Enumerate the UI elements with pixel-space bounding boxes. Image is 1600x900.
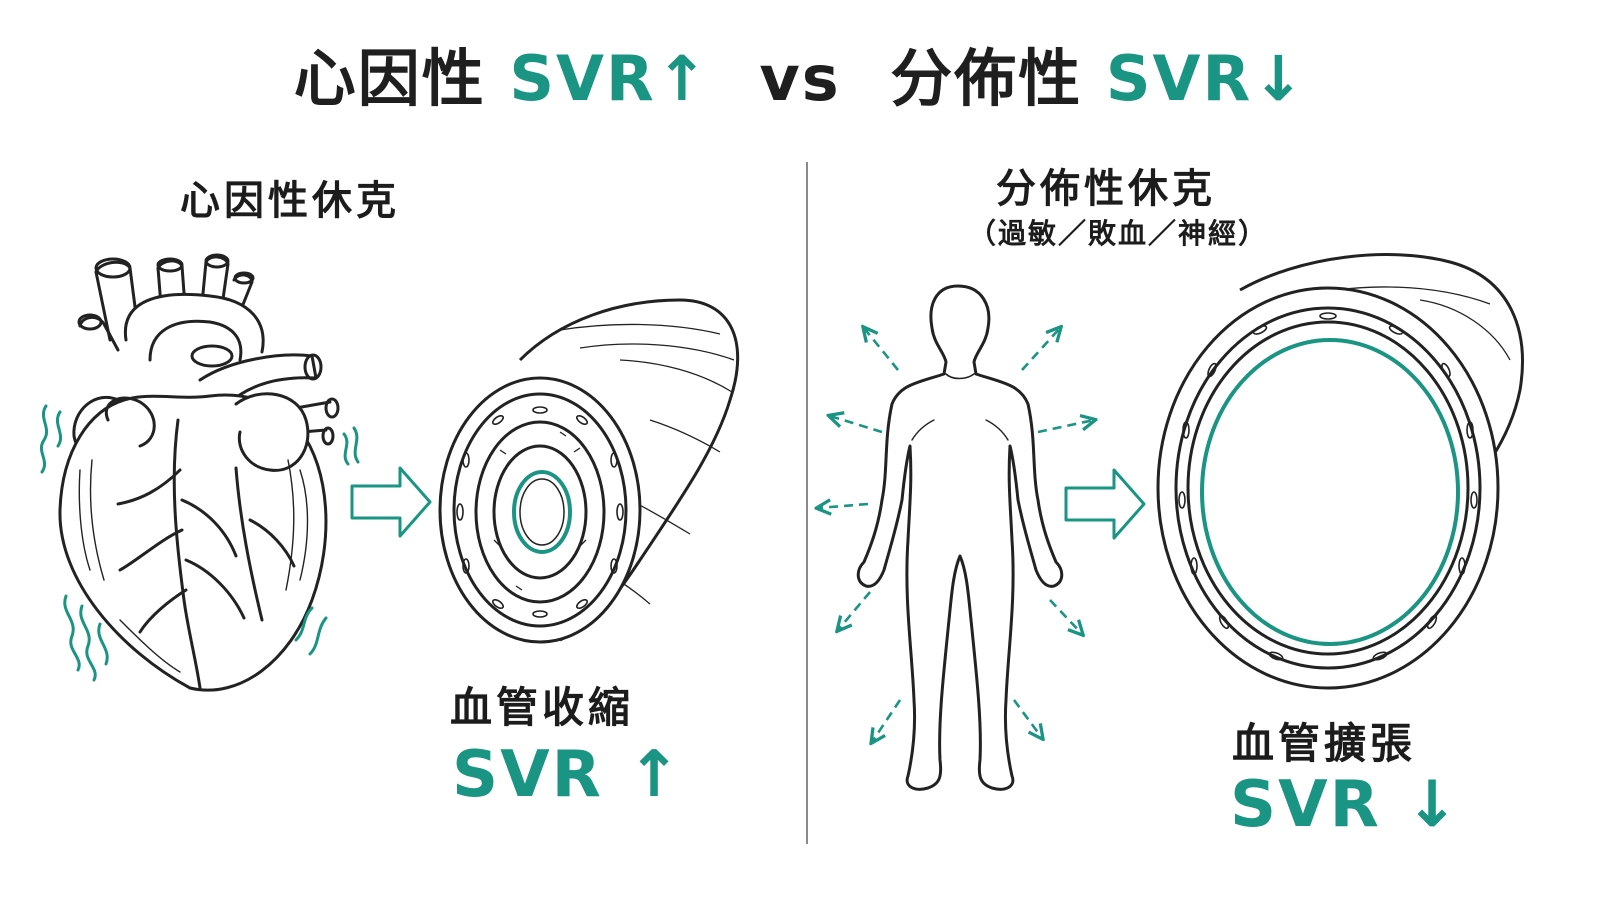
right-panel-heading: 分佈性休克 (996, 166, 1216, 212)
right-svr-label: SVR (1230, 768, 1381, 842)
arrow-up-icon: ↑ (627, 738, 683, 812)
right-arrow-icon (1064, 468, 1146, 540)
title-right-svr: SVR↓ (1105, 42, 1307, 115)
dilated-lumen-icon (1200, 338, 1460, 646)
title-vs: vs (759, 42, 841, 115)
right-arrow-icon (350, 466, 432, 538)
constricted-lumen-icon (512, 470, 572, 554)
radiating-arrows-icon (818, 328, 1094, 742)
title-left-label: 心因性 (293, 42, 486, 115)
arrow-down-icon: ↓ (1405, 768, 1461, 842)
left-svr-label: SVR (452, 738, 603, 812)
right-effect-label: 血管擴張 (1232, 719, 1417, 768)
heart-icon (58, 253, 340, 692)
title-right-label: 分佈性 (890, 42, 1083, 115)
heart-vibration-icon (39, 404, 360, 682)
title-left-svr: SVR↑ (509, 42, 710, 115)
left-svr-indicator: SVR ↑ (452, 738, 683, 812)
right-panel-subheading: （過敏／敗血／神經） (968, 217, 1269, 250)
panel-divider (806, 162, 808, 844)
constricted-vessel-icon (438, 298, 740, 644)
human-body-icon (856, 284, 1064, 791)
left-effect-label: 血管收縮 (450, 683, 635, 732)
left-panel-heading: 心因性休克 (180, 178, 400, 224)
page-title: 心因性 SVR↑ vs 分佈性 SVR↓ (0, 28, 1600, 118)
right-svr-indicator: SVR ↓ (1230, 768, 1461, 842)
